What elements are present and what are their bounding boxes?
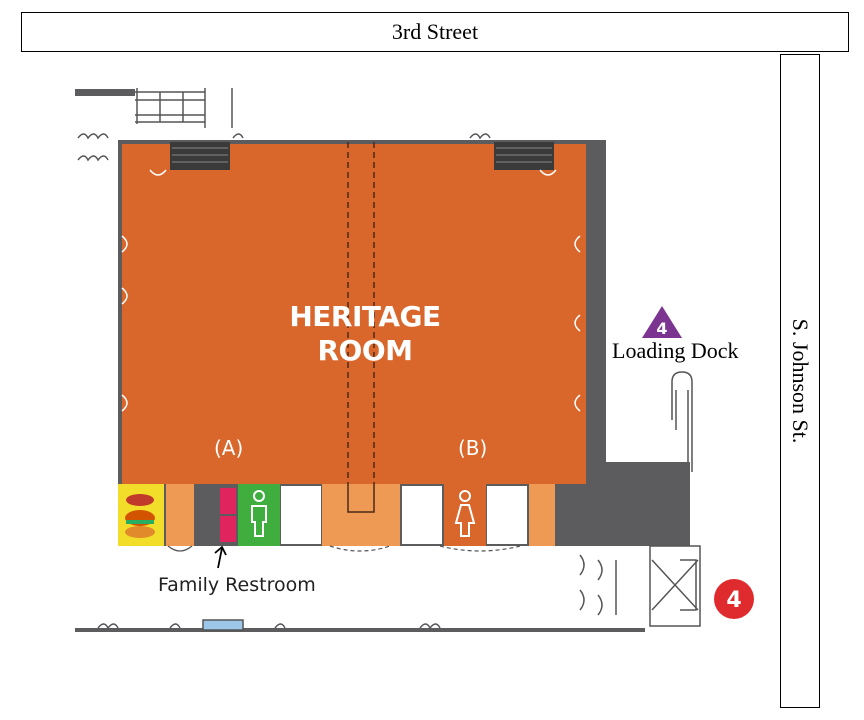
street-3rd-street-label: 3rd Street [391,19,479,44]
lower-structure [75,554,645,632]
storage-room-3 [487,486,527,544]
heritage-room [122,144,580,484]
food-icon [125,494,155,538]
storage-room-1 [281,486,321,544]
man-icon [251,490,267,537]
room-title-line2: ROOM [317,334,413,367]
street-s-johnson-st: S. Johnson St. [780,54,820,708]
entrance-marker-number: 4 [726,588,741,613]
family-restroom-label: Family Restroom [158,574,316,596]
upper-left-structure [75,88,491,162]
door-swings [121,169,581,412]
corridor-segment-1 [166,484,194,546]
corridor-segment-2 [322,484,400,546]
corridor-segment-3 [529,484,555,546]
section-b-label: (B) [458,436,488,460]
family-restroom-room [220,488,236,514]
arrow-up-icon [214,545,227,569]
section-a-label: (A) [214,436,244,460]
entrance-marker: 4 [714,579,754,619]
loading-ramp [649,371,701,627]
woman-icon [454,490,476,537]
loading-dock-marker: 4 [642,306,682,338]
street-3rd-street: 3rd Street [21,12,849,52]
loading-dock-label: Loading Dock [612,338,739,363]
room-title-line1: HERITAGE [289,300,441,333]
room-title: HERITAGE ROOM [240,300,490,368]
stair-grate-left [170,142,230,170]
room-partition [347,142,375,484]
stair-grate-right [494,142,554,170]
dock-marker-number: 4 [656,319,667,338]
storage-room-2 [402,486,442,544]
